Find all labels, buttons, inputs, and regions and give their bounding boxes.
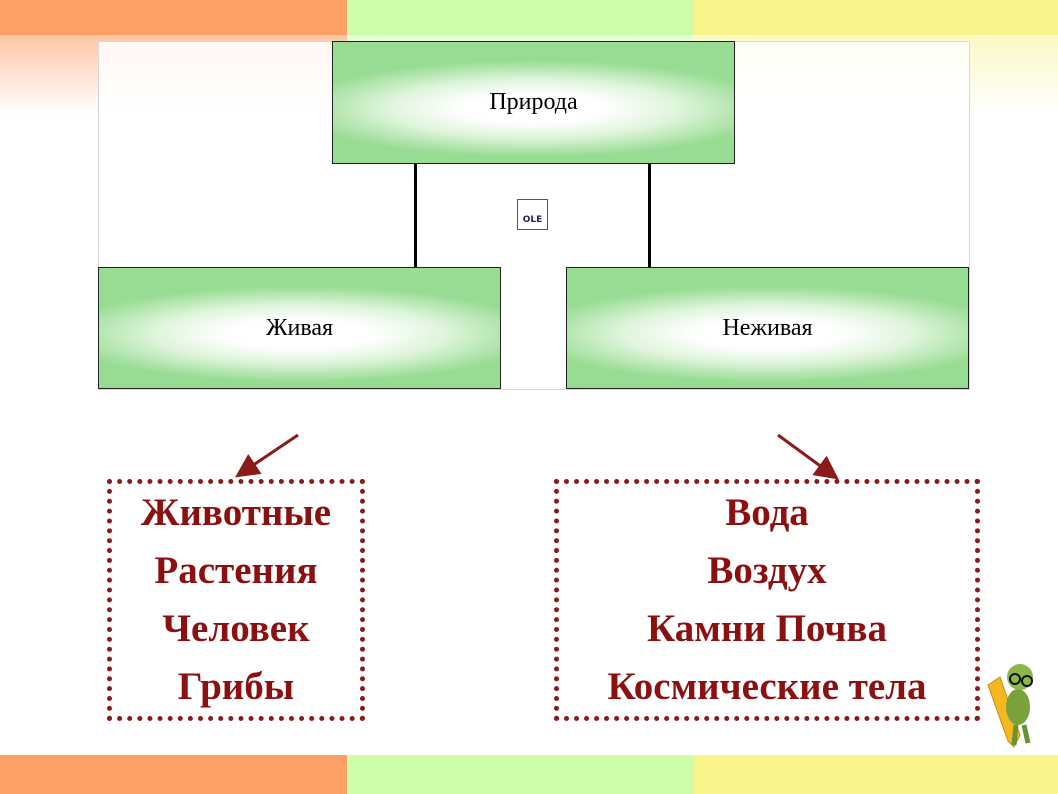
list-item: Грибы	[177, 665, 295, 708]
arrow-right	[777, 433, 839, 480]
bottom-band-green	[347, 755, 693, 794]
node-nonliving[interactable]: Неживая	[566, 267, 969, 389]
bottom-band-orange	[0, 755, 347, 794]
top-band-green	[347, 0, 693, 35]
node-root-label: Природа	[489, 89, 578, 115]
list-item: Животные	[140, 491, 332, 534]
turtle-pencil-icon	[987, 664, 1033, 748]
ole-icon-label: OLE	[522, 215, 543, 225]
list-item: Космические тела	[607, 665, 927, 708]
node-root[interactable]: Природа	[332, 41, 735, 164]
nonliving-list-box: Вода Воздух Камни Почва Космические тела	[554, 479, 980, 721]
list-item: Вода	[725, 491, 809, 534]
top-band-yellow	[693, 0, 1058, 35]
list-item: Растения	[154, 549, 318, 592]
list-item: Человек	[162, 607, 310, 650]
connector-right	[648, 163, 651, 267]
list-item: Воздух	[707, 549, 827, 592]
list-item: Камни Почва	[647, 607, 887, 650]
top-band-orange	[0, 0, 347, 35]
node-living[interactable]: Живая	[98, 267, 501, 389]
living-list-box: Животные Растения Человек Грибы	[107, 479, 365, 721]
ole-object-icon[interactable]: OLE	[517, 199, 548, 230]
node-nonliving-label: Неживая	[722, 314, 813, 341]
connector-left	[414, 163, 417, 267]
node-living-label: Живая	[265, 314, 334, 341]
bottom-band-yellow	[693, 755, 1058, 794]
arrow-left	[235, 433, 299, 478]
